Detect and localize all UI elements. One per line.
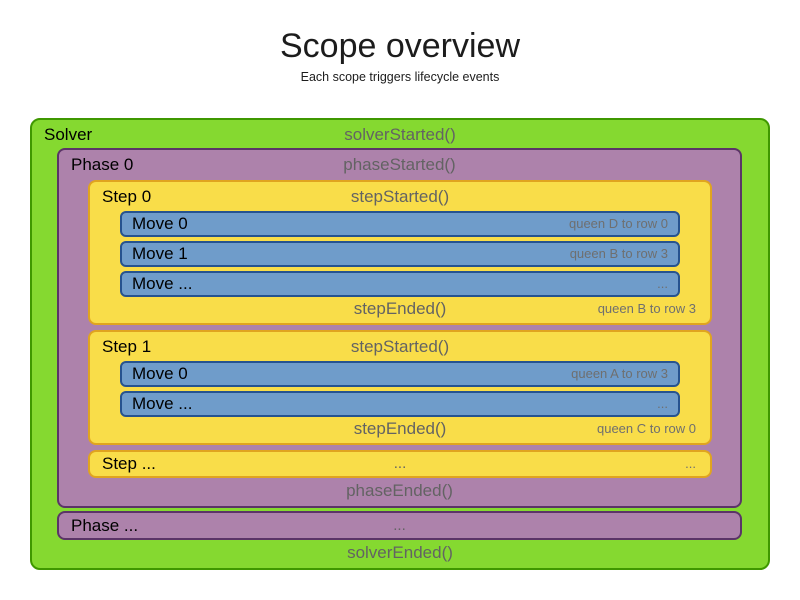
move-note: queen A to row 3 [571, 366, 668, 381]
step-ended-event: stepEnded() [353, 299, 447, 318]
step-header-row: Step 1 stepStarted() [90, 332, 710, 362]
phase-0-label: Phase 0 [71, 155, 134, 174]
solver-scope-box: Solver solverStarted() Phase 0 phaseStar… [30, 118, 770, 570]
step-header-row: Step 0 stepStarted() [90, 182, 710, 212]
phase-more-center-ellipsis: ... [393, 517, 406, 534]
phase-0-scope-box: Phase 0 phaseStarted() Step 0 stepStarte… [57, 148, 742, 508]
phase-started-event: phaseStarted() [343, 155, 456, 174]
diagram-subtitle: Each scope triggers lifecycle events [300, 70, 500, 84]
step-more-right-ellipsis: ... [685, 456, 696, 471]
step-footer-row: stepEnded() queen B to row 3 [90, 295, 710, 323]
step-footer-row: stepEnded() queen C to row 0 [90, 415, 710, 443]
step-1-label: Step 1 [102, 337, 152, 356]
solver-label: Solver [44, 125, 93, 144]
move-note: ... [657, 276, 668, 291]
step-more-box: Step ... ... ... [88, 450, 712, 478]
move-label: Move 0 [132, 364, 188, 383]
step-ended-event: stepEnded() [353, 419, 447, 438]
step-ended-note: queen C to row 0 [596, 421, 696, 436]
diagram-title: Scope overview [279, 27, 520, 65]
phase-footer-row: phaseEnded() [59, 476, 740, 506]
phase-header-row: Phase 0 phaseStarted() [59, 150, 740, 180]
move-row: Move ... ... [120, 271, 680, 297]
move-label: Move ... [132, 274, 193, 293]
move-label: Move ... [132, 394, 193, 413]
move-row: Move 1 queen B to row 3 [120, 241, 680, 267]
step-0-label: Step 0 [102, 187, 152, 206]
move-label: Move 1 [132, 244, 188, 263]
move-label: Move 0 [132, 214, 188, 233]
move-list: Move 0 queen D to row 0 Move 1 queen B t… [120, 211, 680, 301]
step-1-scope-box: Step 1 stepStarted() Move 0 queen A to r… [88, 330, 712, 445]
phase-more-box: Phase ... ... [57, 511, 742, 540]
move-note: ... [657, 396, 668, 411]
step-started-event: stepStarted() [350, 337, 450, 356]
solver-footer-row: solverEnded() [32, 538, 768, 568]
move-note: queen B to row 3 [569, 246, 668, 261]
step-more-label: Step ... [102, 454, 156, 473]
move-list: Move 0 queen A to row 3 Move ... ... [120, 361, 680, 421]
move-row: Move 0 queen A to row 3 [120, 361, 680, 387]
solver-header-row: Solver solverStarted() [32, 120, 768, 150]
step-ended-note: queen B to row 3 [597, 301, 696, 316]
move-note: queen D to row 0 [568, 216, 668, 231]
phase-ended-event: phaseEnded() [346, 481, 453, 500]
solver-ended-event: solverEnded() [347, 543, 453, 562]
phase-more-label: Phase ... [71, 516, 139, 535]
step-0-scope-box: Step 0 stepStarted() Move 0 queen D to r… [88, 180, 712, 325]
move-row: Move 0 queen D to row 0 [120, 211, 680, 237]
step-more-center-ellipsis: ... [393, 455, 407, 472]
solver-started-event: solverStarted() [344, 125, 456, 144]
move-row: Move ... ... [120, 391, 680, 417]
step-started-event: stepStarted() [350, 187, 450, 206]
